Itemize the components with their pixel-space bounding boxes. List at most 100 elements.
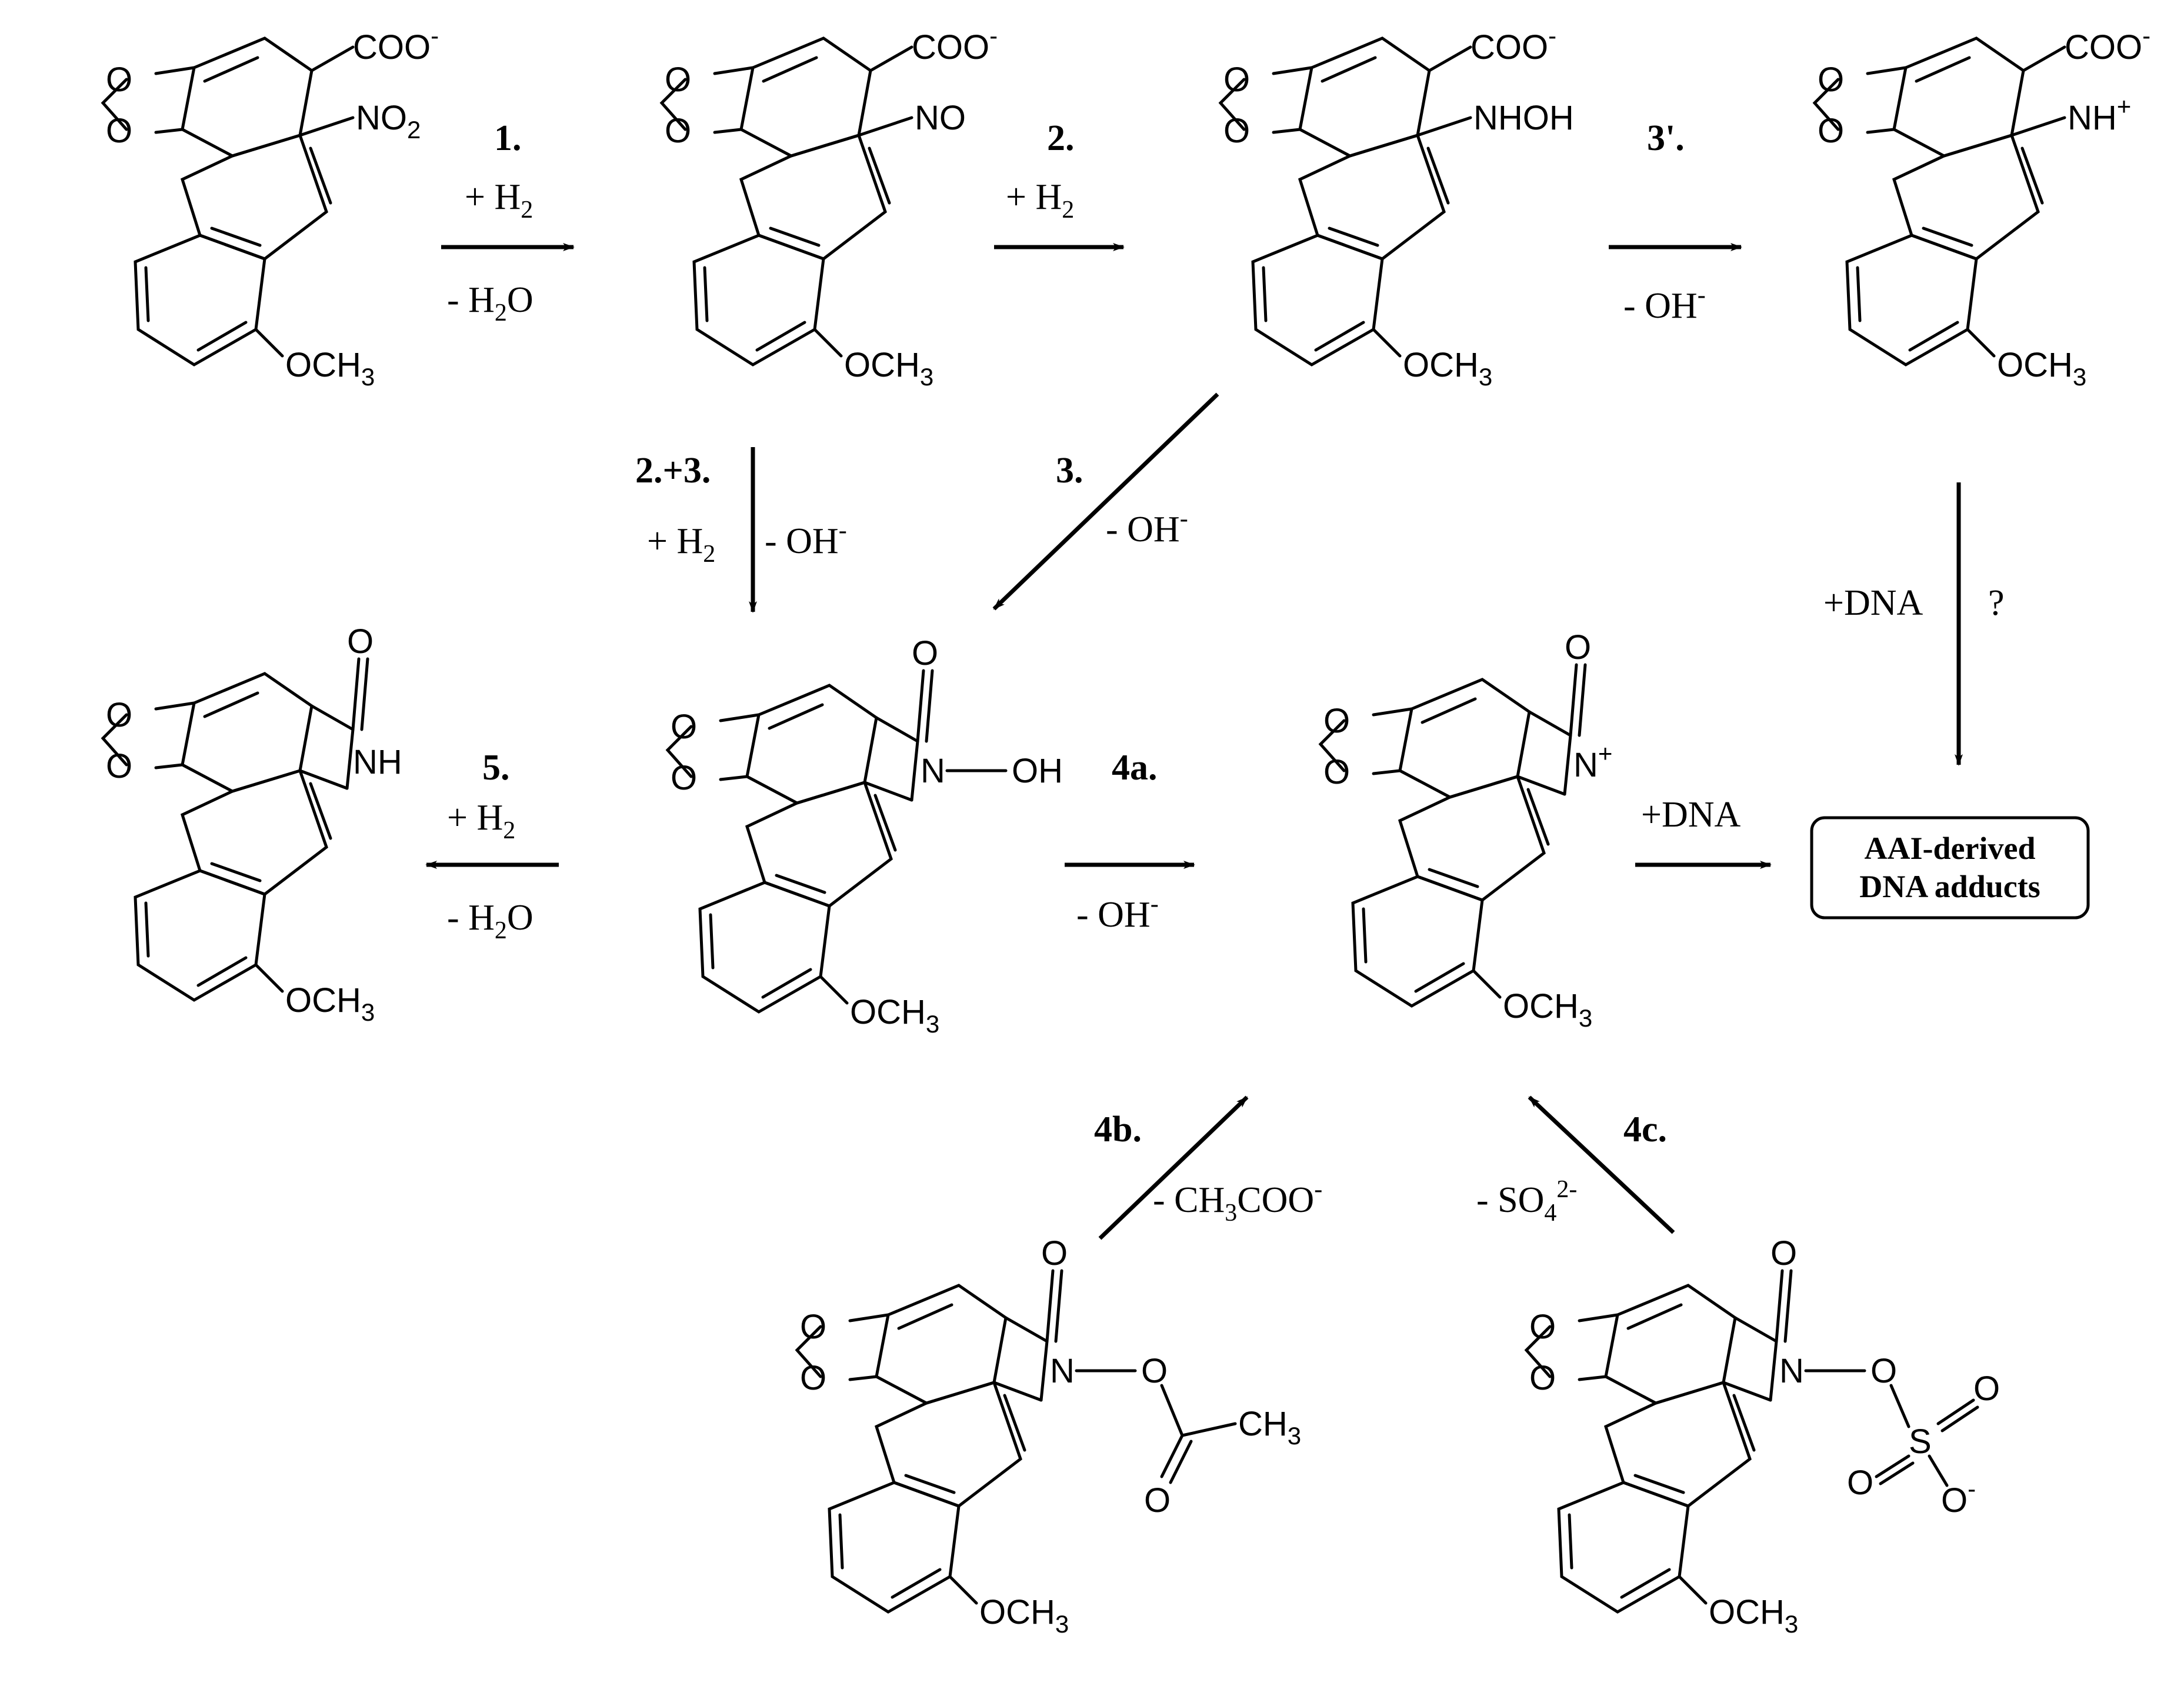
compound-n-hydroxyaristolactam: O O O N OH OCH3	[668, 634, 1063, 1038]
step-3: 3.	[1056, 451, 1083, 491]
atom-och3: OCH	[285, 981, 361, 1020]
atom-nhoh: NHOH	[1473, 99, 1574, 137]
svg-text:- OH-: - OH-	[765, 517, 847, 561]
atom-och3-sub: 3	[1055, 1610, 1069, 1638]
atom-o: O	[106, 747, 132, 785]
compound-aristolactam: O O O NH OCH3	[103, 622, 402, 1026]
charge-minus: -	[1968, 1475, 1976, 1503]
compound-aristolochic-acid: O O COO- NO2 OCH3	[103, 22, 439, 391]
atom-o: O	[106, 61, 132, 99]
svg-text:- OH-: - OH-	[1623, 282, 1706, 326]
atom-och3: OCH	[850, 993, 926, 1031]
svg-text:COO-: COO-	[353, 22, 439, 66]
atom-nh: NH	[353, 743, 402, 781]
atom-och3-sub: 3	[361, 363, 375, 391]
atom-coo: COO	[2065, 28, 2142, 66]
arrow-step-4c	[1528, 1095, 1675, 1234]
atom-n: N	[1573, 746, 1598, 784]
atom-och3-sub: 3	[926, 1010, 939, 1038]
reagent-minus-h2o: - H	[447, 280, 495, 320]
compound-n-sulfonyloxyaristolactam: O O O N O S O O O- OCH3	[1526, 1234, 2000, 1638]
reagent-plus-h2: + H	[465, 177, 521, 217]
atom-o: O	[671, 708, 697, 746]
svg-text:- OH-: - OH-	[1076, 891, 1159, 935]
reagent-minus-oh: - OH	[765, 521, 839, 561]
atom-och3: OCH	[1503, 987, 1579, 1025]
charge-minus: -	[1548, 22, 1556, 49]
compound-hydroxylamine: O O COO- NHOH OCH3	[1221, 22, 1574, 391]
svg-text:OCH3: OCH3	[850, 993, 939, 1038]
step-4a: 4a.	[1112, 748, 1158, 788]
svg-text:OCH3: OCH3	[1503, 987, 1592, 1032]
charge-plus: +	[2117, 92, 2132, 120]
svg-text:- CH3COO-: - CH3COO-	[1153, 1176, 1322, 1227]
svg-text:+ H2: + H2	[647, 521, 715, 568]
atom-o: O	[1973, 1370, 2000, 1408]
svg-text:+ H2: + H2	[465, 177, 533, 224]
atom-o: O	[1870, 1352, 1897, 1390]
reagent-minus-oh: - OH	[1076, 895, 1151, 935]
compound-nitroso: O O COO- NO OCH3	[662, 22, 998, 391]
charge-minus: -	[2142, 22, 2150, 49]
svg-text:- OH-: - OH-	[1106, 505, 1188, 549]
compound-cyclic-nitrenium: O O O N+ OCH3	[1321, 628, 1612, 1032]
atom-s: S	[1909, 1423, 1932, 1461]
atom-o: O	[800, 1308, 826, 1346]
svg-text:- H2O: - H2O	[447, 280, 534, 327]
atom-o: O	[347, 622, 374, 661]
reagent-plus-dna: +DNA	[1641, 795, 1741, 835]
atom-ch3-sub: 3	[1288, 1422, 1301, 1450]
charge-minus: -	[989, 22, 998, 49]
atom-o: O	[1847, 1464, 1873, 1502]
atom-och3-sub: 3	[361, 998, 375, 1026]
reagent-plus-h2: + H	[447, 798, 503, 838]
svg-text:+ H2: + H2	[447, 798, 515, 844]
svg-text:OCH3: OCH3	[1403, 346, 1492, 391]
step-4b: 4b.	[1094, 1110, 1142, 1150]
atom-o: O	[665, 112, 691, 150]
svg-text:CH3: CH3	[1238, 1405, 1301, 1450]
atom-o: O	[1529, 1308, 1556, 1346]
atom-o: O	[1770, 1234, 1797, 1272]
atom-o: O	[1818, 112, 1844, 150]
atom-och3-sub: 3	[2073, 363, 2086, 391]
step-1: 1.	[494, 118, 522, 158]
step-2: 2.	[1047, 118, 1075, 158]
reagent-minus-ch3coo: - CH	[1153, 1180, 1225, 1220]
svg-text:OCH3: OCH3	[1709, 1593, 1798, 1638]
svg-text:OCH3: OCH3	[285, 981, 375, 1026]
reagent-minus-h2o: - H	[447, 898, 495, 938]
reagent-plus-h2: + H	[1006, 177, 1062, 217]
compound-n-acetoxyaristolactam: O O O N O O CH3 OCH3	[797, 1234, 1301, 1638]
atom-och3-sub: 3	[920, 363, 933, 391]
atom-o: O	[1041, 1234, 1068, 1272]
atom-o: O	[671, 759, 697, 797]
atom-o: O	[106, 112, 132, 150]
step-5: 5.	[482, 748, 510, 788]
step-2-3: 2.+3.	[635, 451, 711, 491]
atom-no2-sub: 2	[407, 116, 421, 144]
dna-adducts-line1: AAI-derived	[1865, 831, 2036, 866]
atom-o: O	[106, 696, 132, 734]
atom-o: O	[912, 634, 938, 672]
svg-text:NH+: NH+	[2068, 92, 2131, 137]
atom-o: O	[1818, 61, 1844, 99]
reaction-arrows	[425, 243, 1963, 1240]
svg-text:+ H2: + H2	[1006, 177, 1074, 224]
atom-och3-sub: 3	[1579, 1004, 1592, 1032]
atom-o: O	[1529, 1359, 1556, 1397]
atom-coo: COO	[1471, 28, 1548, 66]
charge-minus: -	[431, 22, 439, 49]
compound-nitrenium-acyclic: O O COO- NH+ OCH3	[1815, 22, 2150, 391]
reagent-minus-so4: - SO	[1476, 1180, 1544, 1220]
arrow-step-4b	[1098, 1095, 1249, 1240]
svg-text:N+: N+	[1573, 739, 1612, 784]
svg-text:OCH3: OCH3	[1997, 346, 2086, 391]
atom-no: NO	[915, 99, 966, 137]
atom-coo: COO	[353, 28, 431, 66]
atom-o: O	[1941, 1481, 1968, 1520]
atom-n: N	[1779, 1352, 1804, 1390]
atom-no2: NO	[356, 99, 407, 137]
svg-text:COO-: COO-	[912, 22, 998, 66]
